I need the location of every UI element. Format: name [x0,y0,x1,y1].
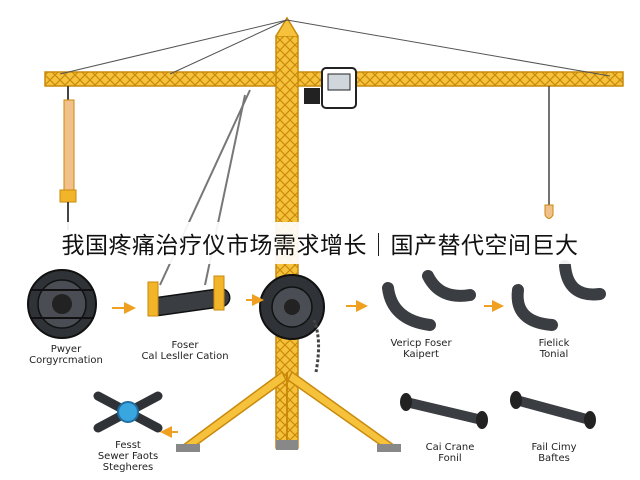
headline: 我国疼痛治疗仪市场需求增长｜国产替代空间巨大 [61,233,579,259]
left-hook [59,86,77,230]
right-hook [544,86,554,219]
support-cables [59,19,611,77]
label-cai-crane-fonil: Cai Crane Fonil [425,442,475,464]
tower-base [176,370,401,452]
label-power-configuration: Pwyer Corgyrcmation [29,344,103,366]
label-vericp-kaipert: Vericp Foser Kaipert [390,338,452,360]
label-foser-cation: Foser Cal Lesller Cation [141,340,229,362]
center-motor-part [259,274,325,373]
shaft-part-2 [510,391,596,429]
pipe-fitting-part [511,260,606,331]
shaft-part [400,393,488,429]
operator-cab [304,67,357,109]
label-fail-cimy-baftes: Fail Cimy Baftes [531,442,577,464]
roller-part [147,275,231,317]
label-fielick-tonial: Fielick Tonial [538,338,570,360]
power-motor-part [27,269,97,339]
headline-banner: 我国疼痛治疗仪市场需求增长｜国产替代空间巨大 [0,222,640,264]
label-fesst-stegheres: Fesst Sewer Faots Stegheres [97,440,159,473]
fan-gear-part [93,391,163,433]
bent-pipe-part [382,270,476,331]
flow-arrows [112,294,504,438]
